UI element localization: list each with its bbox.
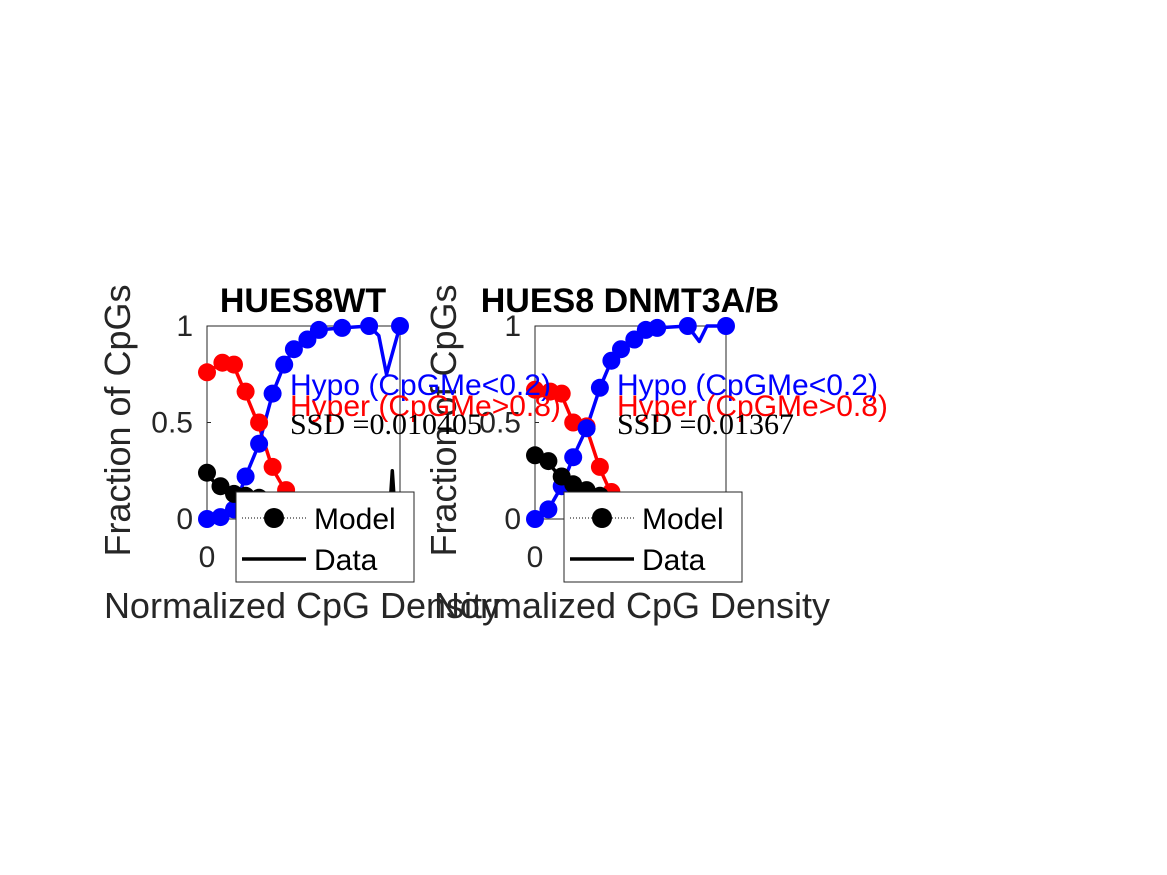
legend-data-label: Data [314,544,378,577]
panel-2-overlay: Hypo (CpGMe<0.2)Hyper (CpGMe>0.8)SSD =0.… [563,369,888,583]
x-axis-label: Normalized CpG Density [434,585,830,626]
ssd-annotation: SSD =0.01367 [617,408,794,441]
y-tick-label: 1 [176,310,193,343]
hypo-model-point [577,419,596,438]
hyper-model-point [225,355,243,374]
legend-box [563,491,743,583]
hyper-model-point [250,413,269,432]
legend-model-label: Model [314,503,396,536]
hypo-model-point [275,355,294,374]
hypo-model-point [198,510,216,528]
y-tick-label: 1 [504,310,521,343]
hypo-model-point [590,378,609,397]
ssd-annotation: SSD =0.010405 [290,408,482,441]
legend-data-label: Data [642,544,706,577]
x-axis-label: Normalized CpG Density [104,585,500,626]
legend-model-marker [264,508,284,528]
total-model-point [539,452,558,471]
hyper-model-point [236,382,255,401]
hyper-annotation: Hyper (CpGMe>0.8) [617,390,888,423]
hypo-model-point [250,434,269,453]
y-tick-label: 0.5 [151,407,193,440]
hyper-model-point [526,380,544,399]
panel-1-overlay: Hypo (CpGMe<0.2)Hyper (CpGMe>0.8)SSD =0.… [235,369,561,583]
hypo-model-point [717,317,735,335]
x-tick-label: 0 [199,541,216,574]
hypo-model-point [648,318,667,337]
hyper-model-point [552,384,571,403]
hypo-model-point [391,317,409,335]
y-tick-label: 0.5 [479,407,521,440]
hypo-annotation: Hypo (CpGMe<0.2) [290,369,551,402]
legend-model-marker [592,508,612,528]
hypo-model-point [678,317,697,335]
legend-box [235,491,415,583]
hypo-model-point [211,508,230,527]
hyper-annotation: Hyper (CpGMe>0.8) [290,390,561,423]
hypo-model-point [564,448,583,467]
y-axis-label: Fraction of CpGs [423,284,464,556]
total-model-point [211,477,230,496]
hypo-model-point [526,510,544,528]
y-tick-label: 0 [504,503,521,536]
hypo-model-point [284,340,303,359]
hypo-model-point [263,384,282,403]
hypo-annotation: Hypo (CpGMe<0.2) [617,369,878,402]
total-model-point [198,463,216,482]
chart-title: HUES8 DNMT3A/B [481,282,779,320]
hypo-model-point [333,318,352,337]
y-axis-label: Fraction of CpGs [97,284,138,556]
legend-model-label: Model [642,503,724,536]
hyper-model-point [590,457,609,476]
hypo-model-point [309,320,328,339]
hypo-model-point [612,340,630,359]
hypo-model-point [236,467,255,486]
panel-1: 0 0.5 1 0 HUES8WT Fraction of CpGsNormalized … [97,282,500,626]
x-tick-label: 0 [527,541,544,574]
hyper-model-point [263,457,282,476]
chart-title: HUES8WT [220,282,386,320]
hypo-model-point [360,317,379,335]
y-tick-label: 0 [176,503,193,536]
hypo-model-point [539,500,558,519]
hyper-model-point [198,363,216,382]
